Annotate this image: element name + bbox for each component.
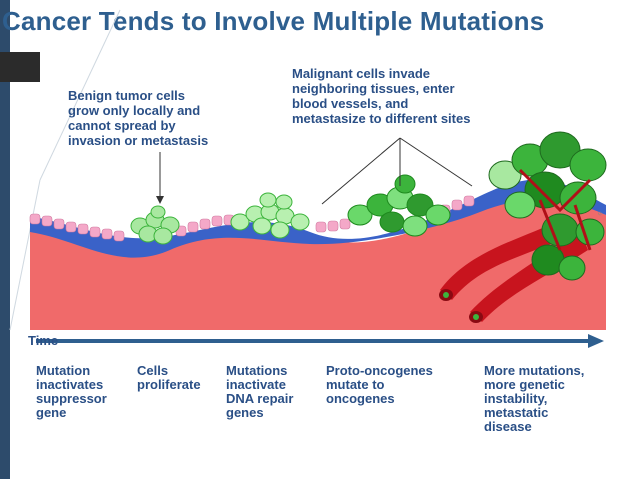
proliferating-cluster — [230, 192, 310, 239]
benign-annotation: Benign tumor cells grow only locally and… — [68, 88, 208, 148]
stage-line: suppressor — [36, 391, 107, 406]
stage-line: proliferate — [137, 377, 201, 392]
metastatic-tumor-mass — [488, 131, 607, 281]
stage-caption-2: Cells proliferate — [137, 364, 201, 392]
stage-line: oncogenes — [326, 391, 395, 406]
stage-caption-1: Mutation inactivates suppressor gene — [36, 364, 107, 420]
malignant-line: metastasize to different sites — [292, 111, 471, 126]
stage-line: metastatic — [484, 405, 549, 420]
stage-caption-3: Mutations inactivate DNA repair genes — [226, 364, 293, 420]
benign-line: cannot spread by — [68, 118, 176, 133]
benign-line: invasion or metastasis — [68, 133, 209, 148]
malignant-line: neighboring tissues, enter — [292, 81, 455, 96]
time-arrowhead — [588, 334, 604, 348]
malignant-pointer-line — [399, 137, 473, 187]
benign-line: Benign tumor cells — [68, 88, 186, 103]
stage-line: mutate to — [326, 377, 385, 392]
decorative-line — [9, 179, 41, 331]
slide-title: Cancer Tends to Involve Multiple Mutatio… — [2, 6, 545, 36]
stage-line: inactivate — [226, 377, 286, 392]
image-credit: © — [598, 211, 604, 216]
stage-line: instability, — [484, 391, 548, 406]
slide-left-accent-bar — [0, 0, 10, 479]
benign-tumor-cluster — [130, 205, 180, 245]
stage-caption-5: More mutations, more genetic instability… — [484, 364, 584, 434]
stage-line: inactivates — [36, 377, 104, 392]
benign-pointer-arrowhead — [156, 196, 164, 204]
slide-corner-tab — [0, 52, 40, 82]
decorative-line — [39, 9, 121, 181]
stage-line: disease — [484, 419, 532, 434]
connective-tissue — [30, 189, 606, 330]
stage-line: Mutation — [36, 363, 91, 378]
basement-membrane — [30, 179, 606, 258]
stage-line: gene — [36, 405, 67, 420]
benign-line: grow only locally and — [68, 103, 201, 118]
stage-line: more genetic — [484, 377, 565, 392]
malignant-cluster — [347, 174, 451, 237]
malignant-line: blood vessels, and — [292, 96, 409, 111]
malignant-line: Malignant cells invade — [292, 66, 430, 81]
stage-line: Mutations — [226, 363, 288, 378]
time-axis-label: Time — [28, 333, 59, 348]
malignant-pointer-line — [321, 137, 401, 205]
stage-caption-4: Proto-oncogenes mutate to oncogenes — [326, 364, 433, 406]
stage-line: Proto-oncogenes — [326, 363, 433, 378]
epithelial-layer — [29, 195, 475, 242]
stage-line: DNA repair — [226, 391, 294, 406]
stage-line: More mutations, — [484, 363, 585, 378]
stage-line: Cells — [137, 363, 169, 378]
stage-line: genes — [226, 405, 264, 420]
malignant-annotation: Malignant cells invade neighboring tissu… — [292, 66, 470, 126]
